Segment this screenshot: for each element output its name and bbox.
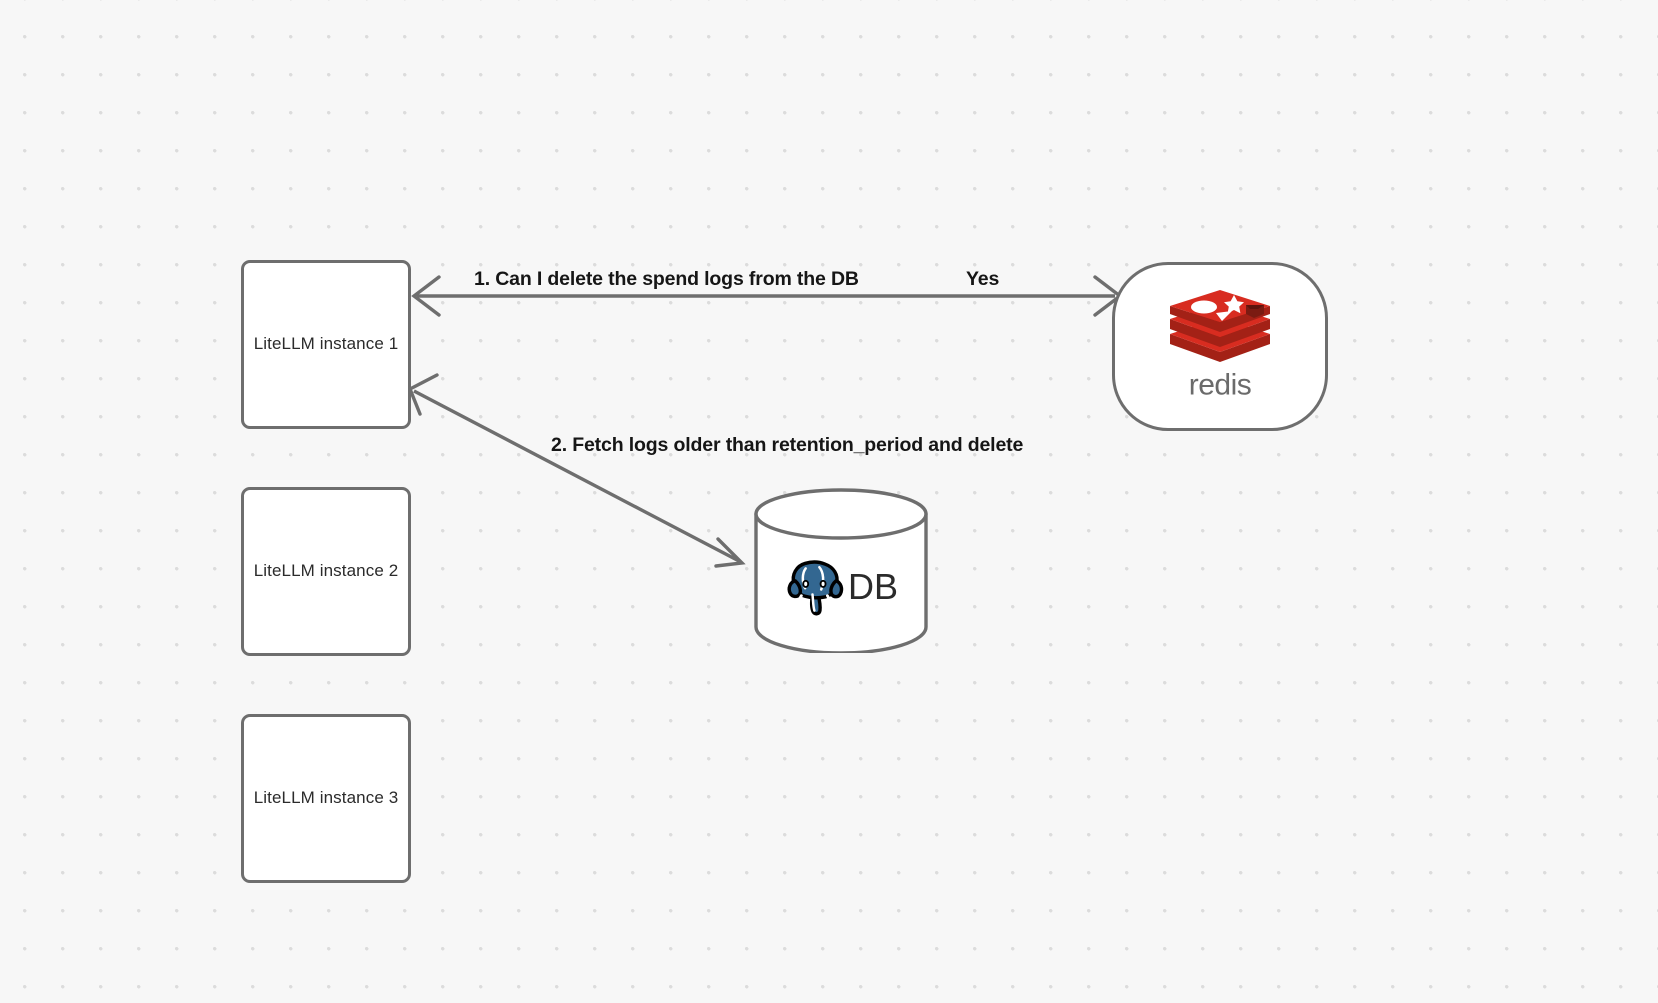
redis-wordmark-text: redis <box>1189 369 1252 402</box>
node-litellm-instance-3-label: LiteLLM instance 3 <box>253 788 399 808</box>
redis-logo-oval <box>1191 300 1217 314</box>
postgresql-elephant-icon <box>787 559 844 615</box>
edge-line-2 <box>413 389 740 563</box>
edge-arrowhead-lower-2 <box>714 537 746 568</box>
edge-arrowhead-upper-2 <box>407 373 439 416</box>
redis-logo-star <box>1224 295 1244 314</box>
database-label: DB <box>847 565 898 607</box>
node-litellm-instance-1[interactable]: LiteLLM instance 1 <box>241 260 411 429</box>
elephant-left-eye <box>802 579 810 588</box>
node-litellm-instance-1-label: LiteLLM instance 1 <box>253 334 399 354</box>
node-litellm-instance-2[interactable]: LiteLLM instance 2 <box>241 487 411 656</box>
edge-label-step-1: 1. Can I delete the spend logs from the … <box>474 268 859 290</box>
edge-arrowhead-left-1 <box>411 275 441 317</box>
edge-label-yes: Yes <box>966 268 1000 290</box>
node-litellm-instance-2-label: LiteLLM instance 2 <box>253 561 399 581</box>
elephant-right-eye <box>819 579 827 588</box>
redis-logo-icon <box>1170 290 1270 362</box>
node-postgres-db[interactable]: DB <box>753 488 929 655</box>
node-redis[interactable]: redis <box>1112 262 1328 431</box>
svg-text:redis: redis <box>1189 369 1252 402</box>
edge-litellm1-db <box>407 373 746 568</box>
redis-logo-triangle <box>1216 311 1232 321</box>
database-logo-and-label: DB <box>753 488 929 653</box>
edge-label-step-2: 2. Fetch logs older than retention_perio… <box>551 434 1024 456</box>
node-litellm-instance-3[interactable]: LiteLLM instance 3 <box>241 714 411 883</box>
